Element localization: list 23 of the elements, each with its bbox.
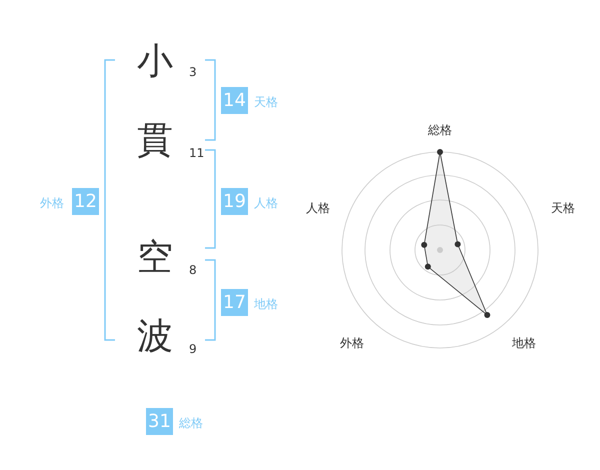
name-character: 貫	[137, 123, 173, 159]
fortune-label: 人格	[254, 197, 278, 209]
fortune-label: 天格	[254, 96, 278, 108]
axis-label: 人格	[306, 202, 330, 214]
axis-label: 外格	[340, 337, 364, 349]
name-character: 空	[137, 240, 173, 276]
stroke-count: 11	[189, 147, 204, 159]
score-badge: 14	[221, 87, 248, 114]
score-badge: 17	[221, 289, 248, 316]
fortune-label: 総格	[179, 417, 203, 429]
score-badge: 31	[146, 408, 173, 435]
axis-label: 天格	[551, 202, 575, 214]
fortune-label: 地格	[254, 298, 278, 310]
score-badge: 12	[72, 188, 99, 215]
stroke-count: 3	[189, 66, 197, 78]
name-character: 小	[137, 44, 173, 80]
axis-label: 総格	[428, 124, 452, 136]
stroke-count: 9	[189, 343, 197, 355]
name-character: 波	[137, 319, 173, 355]
stroke-count: 8	[189, 264, 197, 276]
score-badge: 19	[221, 188, 248, 215]
fortune-label: 外格	[40, 197, 64, 209]
axis-label: 地格	[512, 337, 536, 349]
